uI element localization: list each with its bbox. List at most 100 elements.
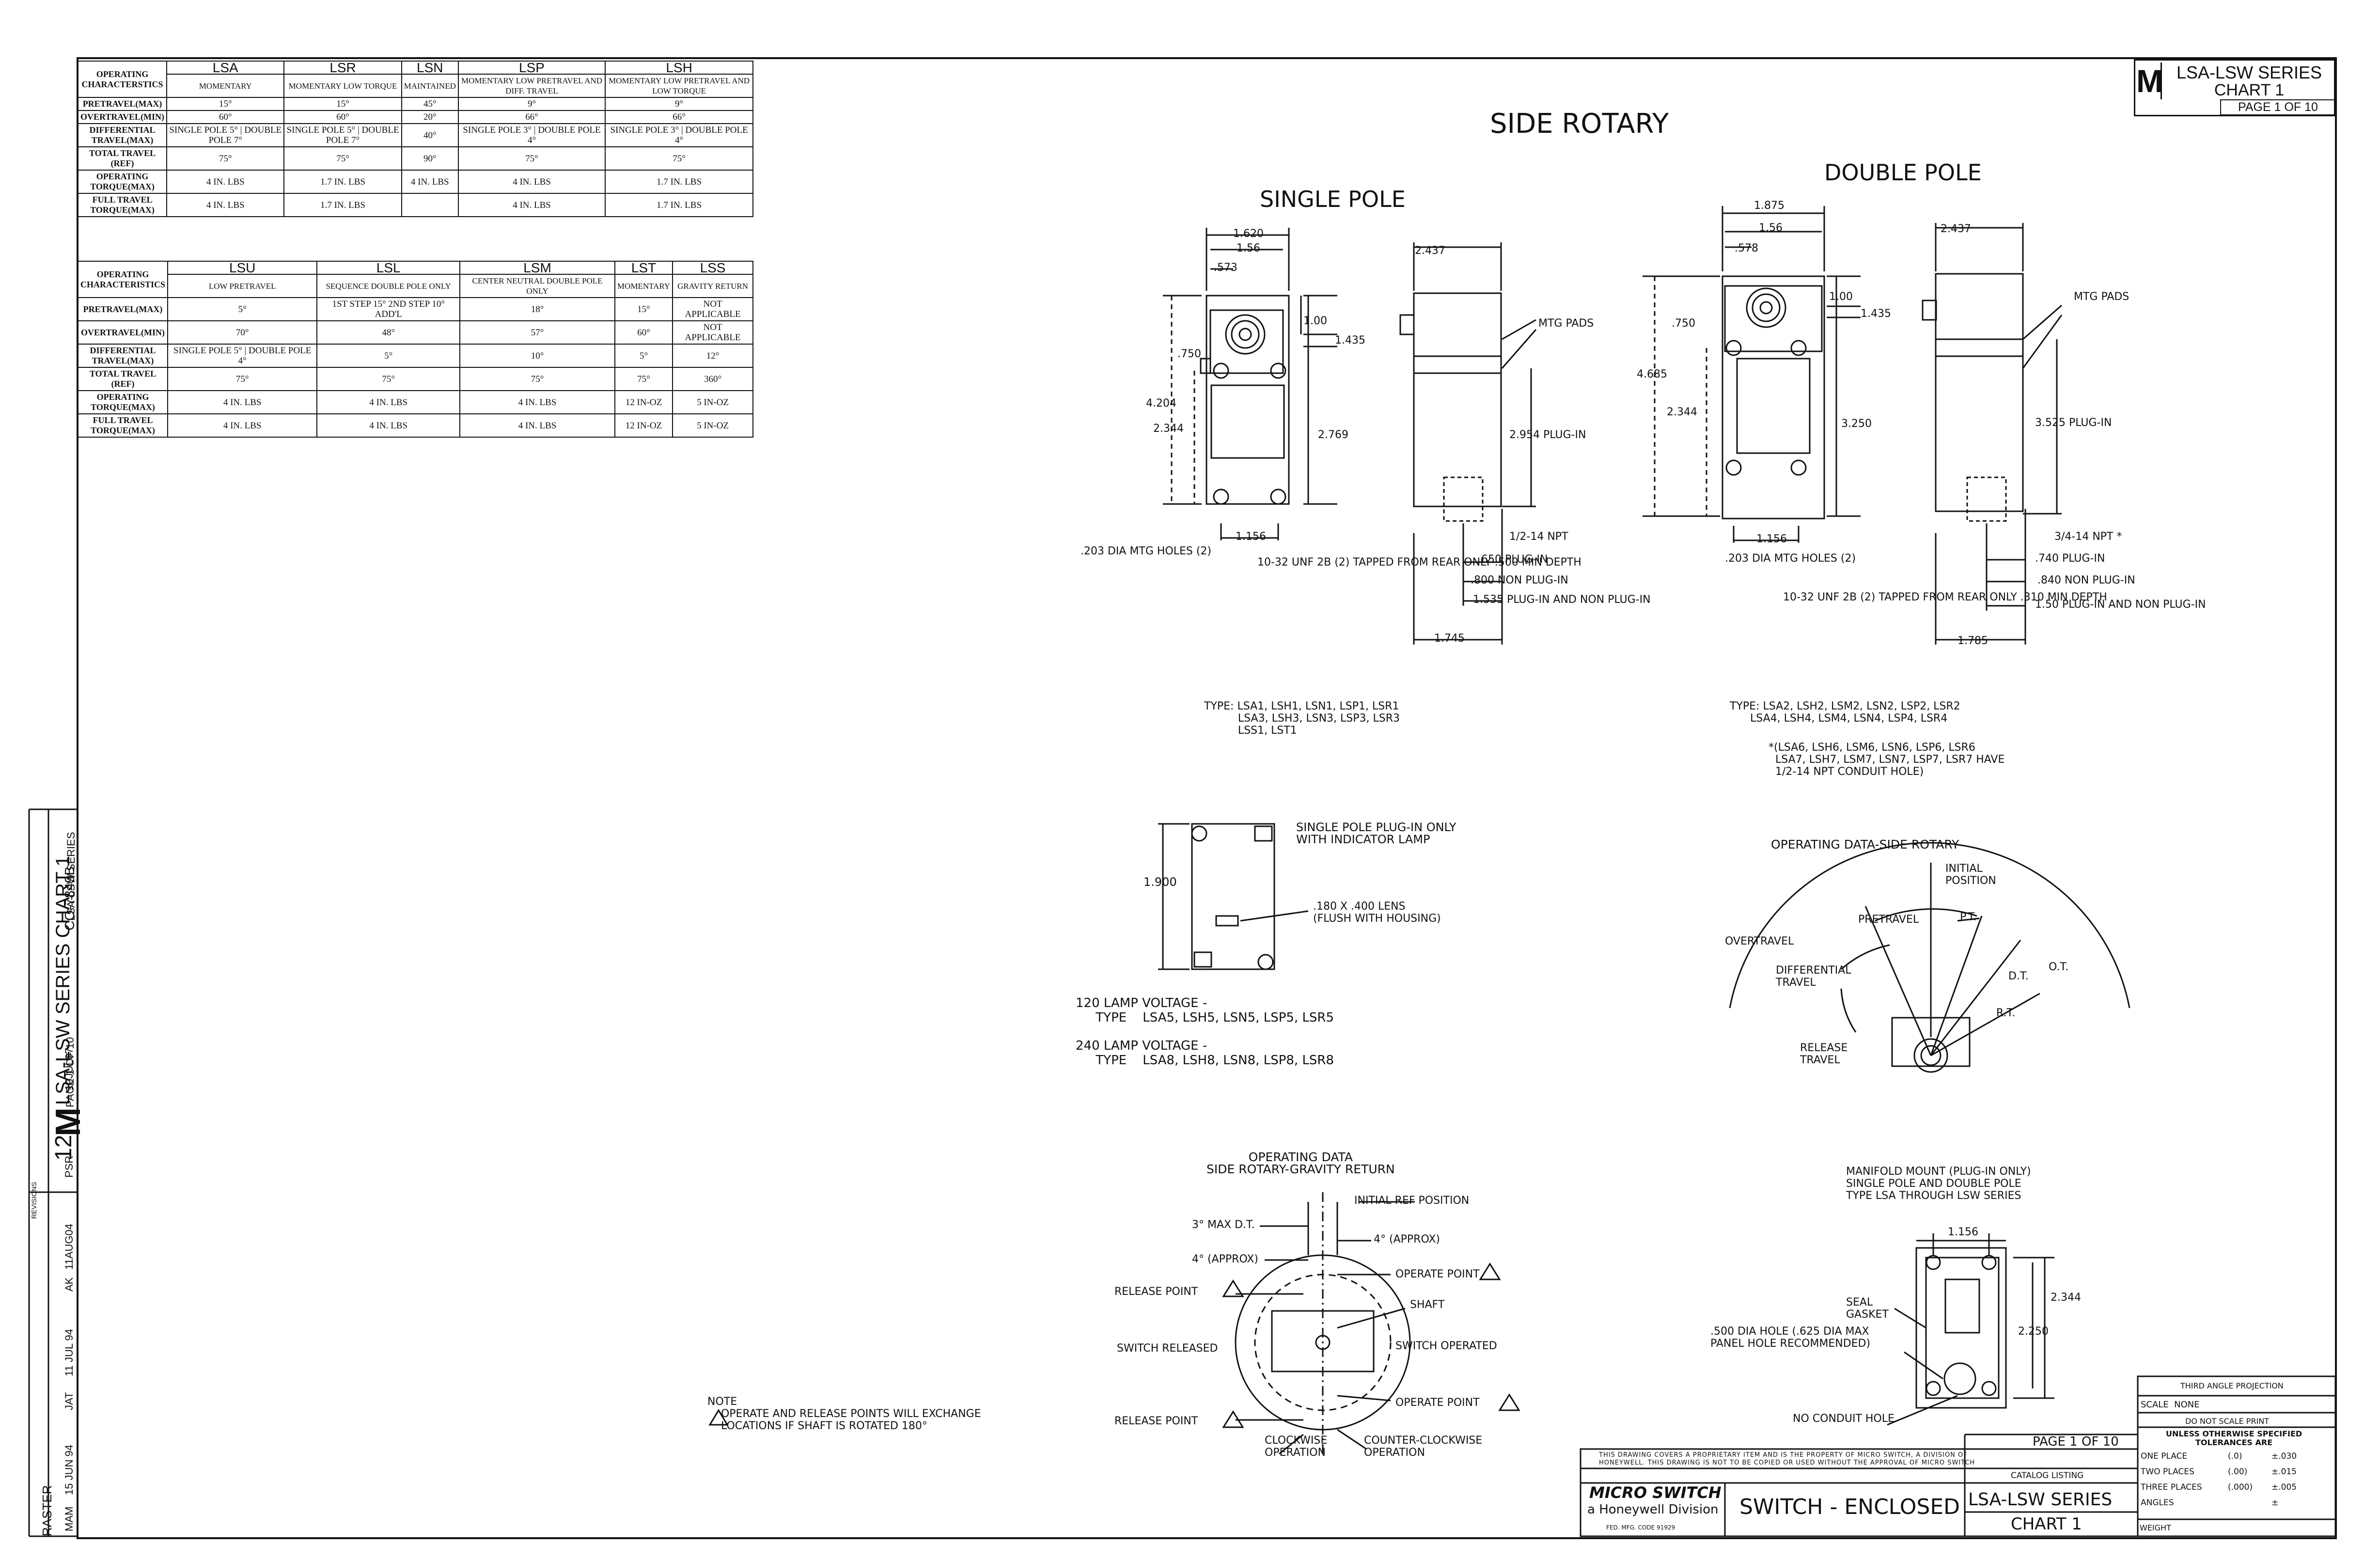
table-cell: 60° [166,110,285,124]
tolerance-value: ±.015 [2271,1467,2297,1477]
table-cell: 57° [459,320,615,345]
table-cell: 75° [167,367,318,391]
dimension-label: 2.954 PLUG-IN [1509,429,1586,441]
table-cell: 4 IN. LBS [459,413,615,438]
column-code: LSL [316,261,461,275]
table-cell: 4 IN. LBS [457,193,606,217]
dimension-label: .740 PLUG-IN [2035,552,2105,565]
table-cell: 66° [457,110,606,124]
table-cell: 4 IN. LBS [457,170,606,194]
tb-company-logo: MICRO SWITCH [1589,1483,1722,1502]
column-code: LSS [672,261,753,275]
gravity-return-diagram [1235,1192,1415,1455]
table-cell: 60° [283,110,402,124]
tolerance-label: ANGLES [2141,1498,2174,1508]
double-pole-front-view [1643,206,1861,543]
row-label: FULL TRAVEL TORQUE(MAX) [77,193,168,217]
lamp-lens: .180 X .400 LENS (FLUSH WITH HOUSING) [1313,900,1441,925]
dimension-label: 10-32 UNF 2B (2) TAPPED FROM REAR ONLY .… [1257,556,1581,568]
table-cell: 5° [316,344,461,368]
table-cell: 75° [605,146,753,171]
table-cell: 4 IN. LBS [166,193,285,217]
dimension-label: 3.525 PLUG-IN [2035,417,2112,429]
table-row: DIFFERENTIAL TRAVEL(MAX)SINGLE POLE 5° |… [77,123,753,147]
table-cell: 9° [457,97,606,111]
dimension-label: 1.56 [1237,242,1260,254]
column-code: LSM [459,261,615,275]
dimension-label: COUNTER-CLOCKWISE OPERATION [1364,1434,1483,1459]
single-pole-front-view [1163,228,1337,540]
dimension-label: PRETRAVEL [1858,914,1919,926]
dimension-label: .500 DIA HOLE (.625 DIA MAX PANEL HOLE R… [1710,1325,1871,1350]
ls-revisions: REVISIONS [30,1182,38,1219]
table-cell: SINGLE POLE 5° | DOUBLE POLE 7° [283,123,402,147]
ls-replaces: LSA-LSW SERIES [65,832,77,921]
table-cell: 4 IN. LBS [166,170,285,194]
dimension-label: 1/2-14 NPT [1509,531,1568,543]
table-cell: NOT APPLICABLE [672,297,753,321]
ls-date1: 10JUL07 [63,1047,75,1090]
table-cell: 45° [401,97,459,111]
column-description: MOMENTARY [166,74,285,98]
tb-fed-code: FED. MFG. CODE 91929 [1606,1524,1675,1531]
dimension-label: 1.435 [1861,308,1891,320]
dimension-label: 1.435 [1335,334,1365,347]
ls-logo: M [49,1107,88,1136]
table-cell: 360° [672,367,753,391]
ls-raster: RASTER [40,1485,54,1536]
dimension-label: 4° (APPROX) [1192,1253,1259,1265]
table-cell: 9° [605,97,753,111]
table-row: DIFFERENTIAL TRAVEL(MAX)SINGLE POLE 5° |… [77,344,753,368]
dimension-label: O.T. [2049,961,2069,973]
dimension-label: MTG PADS [1538,317,1594,330]
op-data-title: OPERATING DATA-SIDE ROTARY [1771,837,1959,851]
dimension-label: 1.56 [1759,222,1783,234]
dimension-label: 1.620 [1233,228,1264,240]
lamp-240v: 240 LAMP VOLTAGE - TYPE LSA8, LSH8, LSN8… [1076,1039,1334,1068]
tolerance-label: THREE PLACES [2141,1482,2202,1492]
single-pole-types: TYPE: LSA1, LSH1, LSN1, LSP1, LSR1 LSA3,… [1204,700,1400,737]
dimension-label: D.T. [2008,970,2029,982]
tolerance-example: (.0) [2228,1451,2242,1461]
dimension-label: 4° (APPROX) [1374,1233,1441,1245]
table-cell: 12° [672,344,753,368]
operating-data-diagram [1729,842,2130,1073]
table-cell: 4 IN. LBS [316,413,461,438]
table-cell: 70° [167,320,318,345]
dimension-label: DIFFERENTIAL TRAVEL [1776,964,1851,989]
tb-series: LSA-LSW SERIES [1968,1490,2113,1510]
table-cell: 48° [316,320,461,345]
dimension-label: OVERTRAVEL [1725,935,1794,947]
double-pole-note: *(LSA6, LSH6, LSM6, LSN6, LSP6, LSR6 LSA… [1769,741,2005,778]
header-box: M LSA-LSW SERIES CHART 1 PAGE 1 OF 10 [2134,59,2336,116]
lamp-title: SINGLE POLE PLUG-IN ONLY WITH INDICATOR … [1296,820,1456,846]
table-cell: 75° [614,367,673,391]
table-cell: 75° [166,146,285,171]
table-cell: 4 IN. LBS [167,390,318,414]
column-description: SEQUENCE DOUBLE POLE ONLY [316,274,461,298]
column-description: CENTER NEUTRAL DOUBLE POLE ONLY [459,274,615,298]
dimension-label: SEAL GASKET [1846,1296,1889,1321]
table-cell: 5° [614,344,673,368]
table-cell: 4 IN. LBS [316,390,461,414]
dimension-label: 1.745 [1434,632,1465,645]
table-cell: 90° [401,146,459,171]
column-code: LST [614,261,673,275]
row-label: OPERATING TORQUE(MAX) [77,170,168,194]
double-pole-title: DOUBLE POLE [1824,159,1982,186]
tolerance-value: ±.030 [2271,1451,2297,1461]
dimension-label: .203 DIA MTG HOLES (2) [1080,545,1212,557]
dimension-label: 1.156 [1756,533,1787,545]
column-code: LSU [167,261,318,275]
tolerance-example: (.000) [2228,1482,2253,1492]
table-cell: 15° [614,297,673,321]
dimension-label: 10-32 UNF 2B (2) TAPPED FROM REAR ONLY .… [1783,591,2107,603]
single-pole-title: SINGLE POLE [1260,186,1406,212]
row-label: FULL TRAVEL TORQUE(MAX) [77,413,169,438]
header-page: PAGE 1 OF 10 [2220,99,2336,115]
dimension-label: 4.685 [1637,368,1667,380]
